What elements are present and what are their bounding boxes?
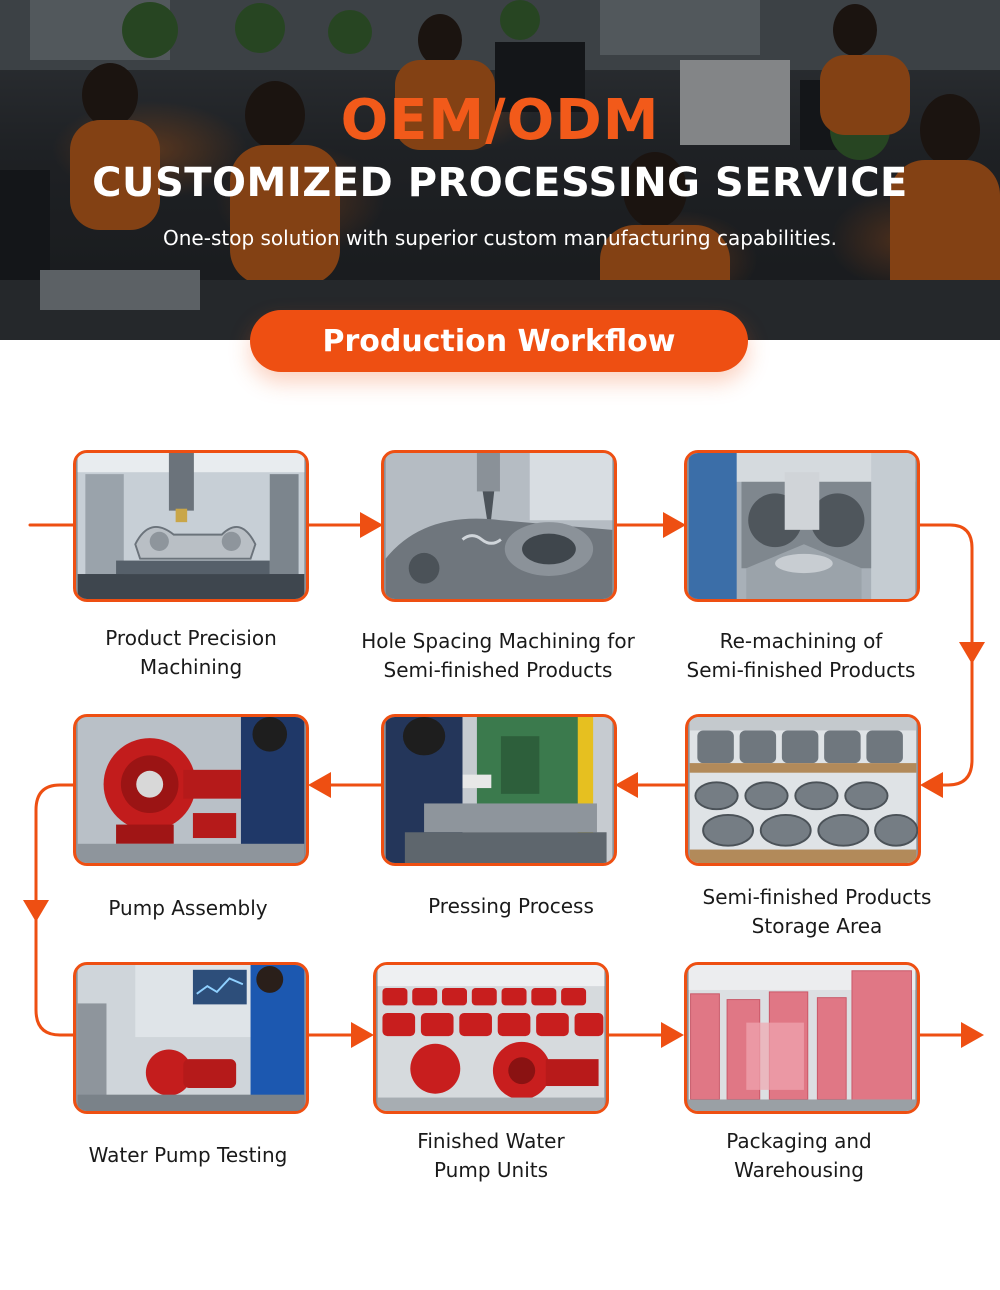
hero-overlay <box>0 0 1000 340</box>
pump-test-bench-photo-icon <box>77 965 305 1111</box>
arrow-down-icon <box>959 642 985 664</box>
hero-subtitle: CUSTOMIZED PROCESSING SERVICE <box>92 160 908 206</box>
cnc-machine-photo-icon <box>77 453 305 599</box>
polishing-line-photo-icon <box>688 453 916 599</box>
step-4-image <box>685 714 921 866</box>
step-6-image <box>73 714 309 866</box>
step-2-image <box>381 450 617 602</box>
arrow-right-icon <box>961 1022 984 1048</box>
hero-banner: OEM/ODM CUSTOMIZED PROCESSING SERVICE On… <box>0 0 1000 340</box>
arrow-left-icon <box>920 772 943 798</box>
office-workers-photo-icon <box>0 0 1000 340</box>
arrow-left-icon <box>615 772 638 798</box>
step-3-image <box>684 450 920 602</box>
red-pump-assembly-photo-icon <box>77 717 305 863</box>
step-7-label: Water Pump Testing <box>88 1143 288 1167</box>
step-8-image <box>373 962 609 1114</box>
arrow-right-icon <box>351 1022 374 1048</box>
step-1-image <box>73 450 309 602</box>
step-9-image <box>684 962 920 1114</box>
hero-tagline: One-stop solution with superior custom m… <box>163 226 837 250</box>
arrow-right-icon <box>360 512 383 538</box>
wrapped-pallets-photo-icon <box>688 965 916 1111</box>
arrow-right-icon <box>663 512 686 538</box>
hero-title: OEM/ODM <box>340 88 660 153</box>
arrow-right-icon <box>661 1022 684 1048</box>
step-7-image <box>73 962 309 1114</box>
production-workflow-heading: Production Workflow <box>250 310 748 372</box>
step-6-label: Pump Assembly <box>108 896 268 920</box>
drill-casting-photo-icon <box>385 453 613 599</box>
step-5-label: Pressing Process <box>428 894 594 918</box>
finished-pumps-photo-icon <box>377 965 605 1111</box>
press-machine-photo-icon <box>385 717 613 863</box>
arrow-down-icon <box>23 900 49 922</box>
arrow-left-icon <box>308 772 331 798</box>
step-5-image <box>381 714 617 866</box>
storage-pallets-photo-icon <box>689 717 918 863</box>
